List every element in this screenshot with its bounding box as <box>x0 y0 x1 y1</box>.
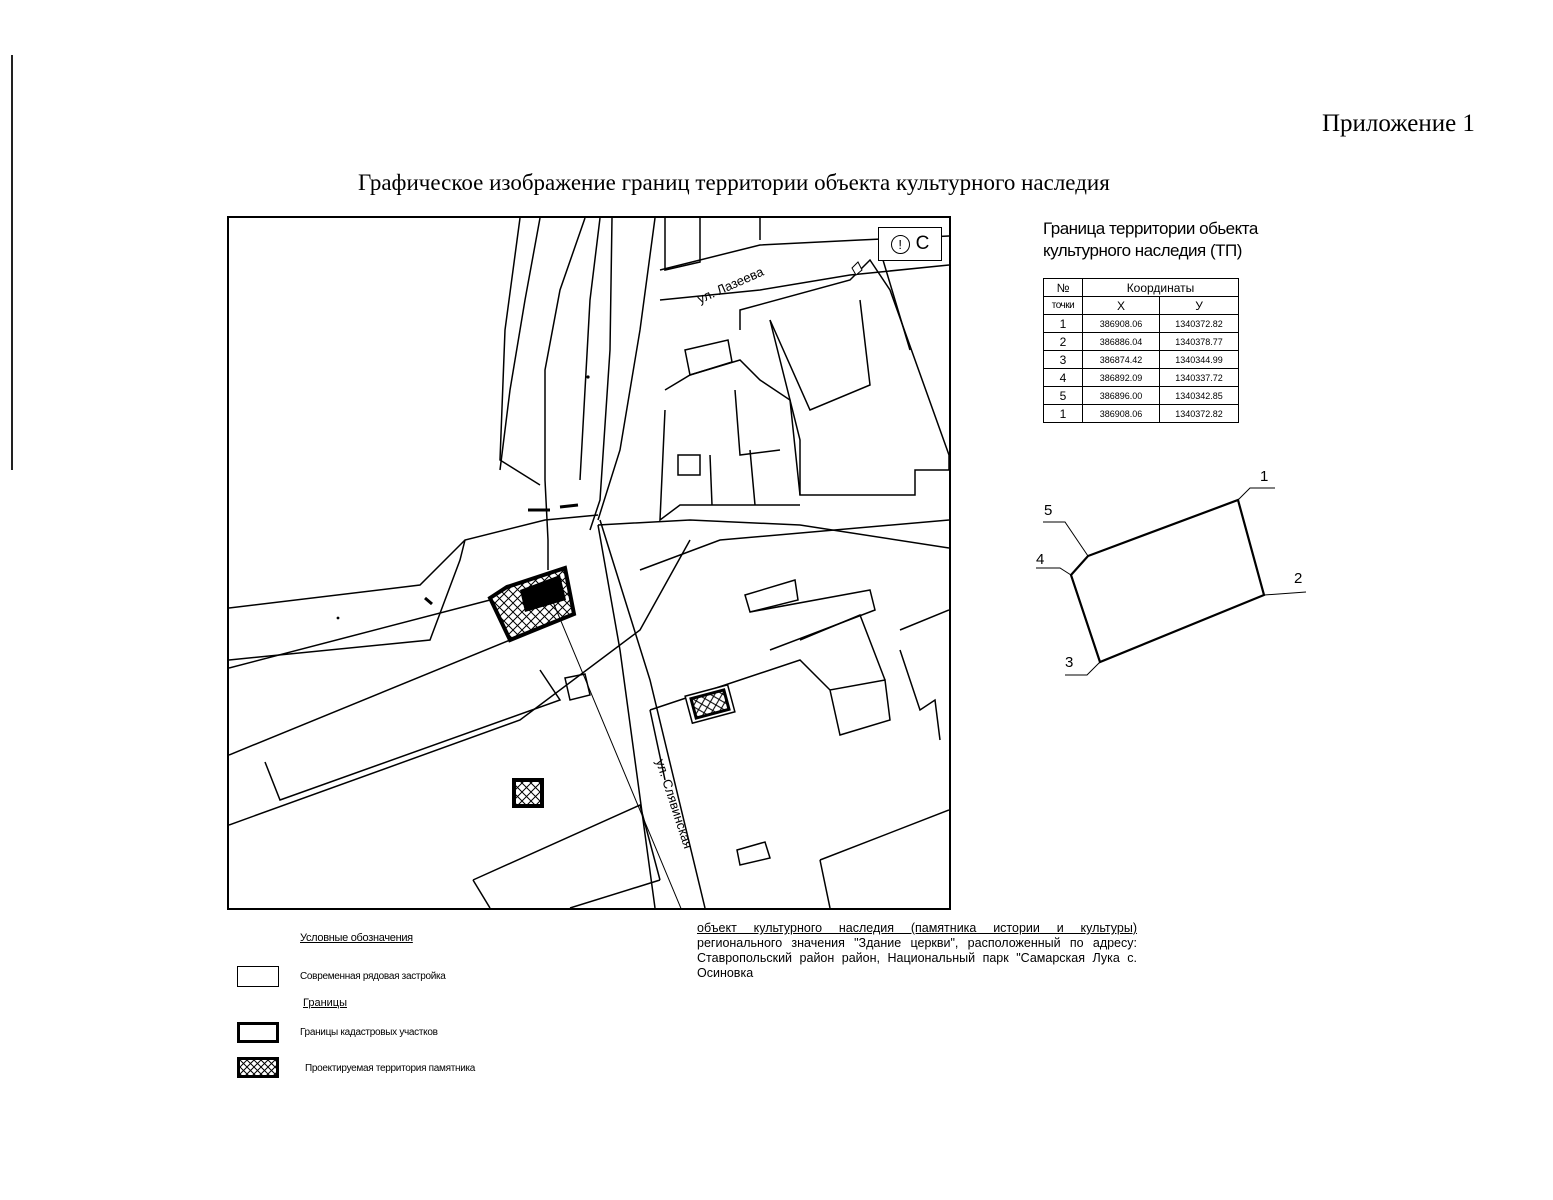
parcel-small-c <box>749 449 756 506</box>
road-dashes <box>424 503 579 606</box>
north-marker <box>851 261 863 276</box>
small-rect-2 <box>736 841 771 866</box>
small-rect-1 <box>564 673 591 701</box>
table-row: 1 386908.06 1340372.82 <box>1043 314 1239 333</box>
parcel-lower-right-1 <box>744 579 799 613</box>
appendix-label: Приложение 1 <box>1322 110 1475 137</box>
parcel-lower-left-2 <box>472 879 491 908</box>
map-point <box>586 375 590 379</box>
boundary-polygon <box>1069 498 1266 664</box>
church-building <box>520 575 566 612</box>
parcel-small-a <box>734 389 781 456</box>
plot-label-5: 5 <box>1044 502 1053 519</box>
plot-label-1: 1 <box>1260 468 1269 485</box>
leader-p3 <box>1065 661 1101 676</box>
parcel-small-b <box>709 454 713 506</box>
legend-label-projected: Проектируемая территория памятника <box>305 1063 476 1074</box>
parcel-ne-2 <box>879 249 911 351</box>
map-drawing <box>229 218 949 908</box>
table-row: 1 386908.06 1340372.82 <box>1043 404 1239 423</box>
header-y: У <box>1159 296 1239 315</box>
parcel-upper-right <box>664 218 701 271</box>
parcel-block-4 <box>659 409 800 522</box>
parcel-block-3 <box>664 359 801 496</box>
leader-p5 <box>1043 521 1089 557</box>
parcel-lower-left-3 <box>472 803 661 881</box>
plot-label-3: 3 <box>1065 654 1074 671</box>
leader-p2 <box>1263 591 1307 596</box>
scan-edge <box>11 55 13 470</box>
road-ns-west-2 <box>579 218 601 481</box>
road-lazeeva-2 <box>659 264 949 301</box>
road-ns-east <box>589 218 613 531</box>
description-line1: объект культурного наследия (памятника и… <box>697 921 1137 935</box>
parcel-left <box>229 539 466 661</box>
road-line-east-2 <box>639 519 949 571</box>
hatch-pattern-icon <box>240 1060 276 1075</box>
table-title: Граница территории обьекта культурного н… <box>1043 219 1258 260</box>
road-line-east <box>597 519 949 549</box>
legend-swatch-cadastral <box>237 1022 279 1043</box>
leader-line <box>547 589 682 908</box>
road-line-west-2 <box>229 599 491 669</box>
page-title: Графическое изображение границ территори… <box>358 170 1110 195</box>
road-line-sw-2 <box>229 539 691 826</box>
coordinates-table: № Координаты точки X У 1 386908.06 13403… <box>1043 278 1239 423</box>
description-rest: регионального значения "Здание церкви", … <box>697 936 1137 980</box>
north-icon: ! <box>890 234 910 254</box>
table-row: 2 386886.04 1340378.77 <box>1043 332 1239 351</box>
legend-label-cadastral: Границы кадастровых участков <box>300 1027 438 1038</box>
parcel-block-2 <box>769 299 871 411</box>
table-row: 4 386892.09 1340337.72 <box>1043 368 1239 387</box>
road-ns-east-2 <box>597 218 656 521</box>
parcel-lower-right-5 <box>799 614 886 681</box>
table-row: 3 386874.42 1340344.99 <box>1043 350 1239 369</box>
building-dark-1-fill <box>689 688 731 720</box>
parcel-lower-right-7 <box>899 649 941 741</box>
parcel-lower-right-8 <box>819 809 949 861</box>
road-ns-west <box>544 218 586 570</box>
road-line-sw-1 <box>229 639 511 756</box>
parcel-lower-right-9 <box>819 859 831 908</box>
plot-label-2: 2 <box>1294 570 1303 587</box>
parcel-small-e <box>684 339 733 376</box>
parcel-lower-right-6 <box>899 609 949 631</box>
road-slavinskaya-west <box>597 524 656 908</box>
leader-p1 <box>1237 487 1275 501</box>
header-num-sub: точки <box>1043 296 1083 315</box>
building-dark-2 <box>512 778 544 808</box>
plot-label-4: 4 <box>1036 551 1045 568</box>
parcel-lower-right-4 <box>649 709 666 781</box>
header-num: № <box>1043 278 1083 297</box>
north-indicator: ! С <box>878 227 942 261</box>
table-row: 5 386896.00 1340342.85 <box>1043 386 1239 405</box>
parcel-lower-left-1 <box>264 669 562 801</box>
boundary-plot <box>1036 487 1307 676</box>
header-x: X <box>1082 296 1160 315</box>
header-coords: Координаты <box>1082 278 1239 297</box>
legend-borders-heading: Границы <box>303 997 347 1009</box>
legend-swatch-projected <box>237 1057 279 1078</box>
parcel-small-d <box>677 454 701 476</box>
parcel-block-1 <box>739 258 949 496</box>
parcel-lower-left-4 <box>569 879 661 908</box>
map-point <box>336 616 340 620</box>
monument-description: объект культурного наследия (памятника и… <box>697 921 1137 981</box>
road-slavinskaya-east <box>599 519 706 908</box>
cadastral-map <box>229 218 949 908</box>
legend-swatch-modern <box>237 966 279 987</box>
legend-title: Условные обозначения <box>300 932 413 944</box>
contour-upper-left <box>499 218 541 471</box>
parcel-lower-right-2 <box>749 589 876 651</box>
north-letter: С <box>915 233 930 254</box>
legend-label-modern: Современная рядовая застройка <box>300 971 446 982</box>
road-ns-outer <box>499 218 541 486</box>
leader-p4 <box>1036 567 1072 576</box>
